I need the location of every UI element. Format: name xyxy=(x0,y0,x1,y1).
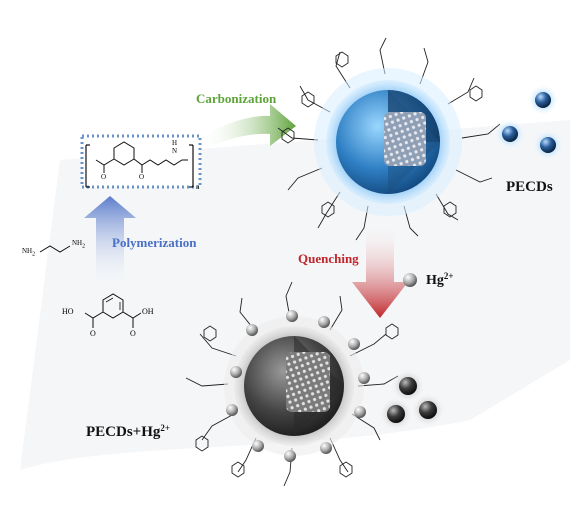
bound-hg-ions xyxy=(226,310,370,462)
amine-left-label: NH2 xyxy=(22,247,36,258)
acid-left-label: HO xyxy=(62,307,74,316)
background-platform xyxy=(20,120,570,470)
quenching-label: Quenching xyxy=(298,251,359,266)
acid-right-label: OH xyxy=(142,307,154,316)
polymerization-label: Polymerization xyxy=(112,235,197,250)
polymer-carbonyl-right: O xyxy=(139,173,145,181)
hg-ion-sphere xyxy=(403,273,417,287)
polymer-chain xyxy=(133,158,188,166)
polymer-amine-h: H xyxy=(172,139,178,147)
pecd-free-dots xyxy=(494,84,564,161)
pecds-label: PECDs xyxy=(506,179,553,195)
carbonization-arrow xyxy=(200,104,296,150)
carbonization-label: Carbonization xyxy=(196,91,277,106)
polymerization-arrow xyxy=(84,196,136,290)
polymer-carbonyl-left: O xyxy=(101,173,107,181)
pecd-hg-particle xyxy=(185,281,399,487)
pecds-hg-label: PECDs+Hg2+ xyxy=(86,423,171,440)
polymer-amine-n: N xyxy=(172,147,178,155)
pecd-particle xyxy=(277,37,501,241)
pecd-hg-surface-ligands xyxy=(185,281,399,487)
pyridinedicarboxylic-acid-structure xyxy=(84,293,142,328)
quenching-arrow xyxy=(352,222,408,318)
acid-carbonyl-left: O xyxy=(90,329,96,338)
pecd-crystal-lattice xyxy=(384,112,426,166)
polymer-structure xyxy=(80,134,202,189)
acid-carbonyl-right: O xyxy=(130,329,136,338)
hg-ion-label: Hg2+ xyxy=(426,271,454,288)
pecd-hg-free-dots xyxy=(378,368,446,432)
polymer-repeat-n: n xyxy=(196,183,200,191)
pecd-hg-crystal-lattice xyxy=(286,352,330,412)
ethylenediamine-structure xyxy=(39,245,71,253)
amine-right-label: NH2 xyxy=(72,239,86,250)
